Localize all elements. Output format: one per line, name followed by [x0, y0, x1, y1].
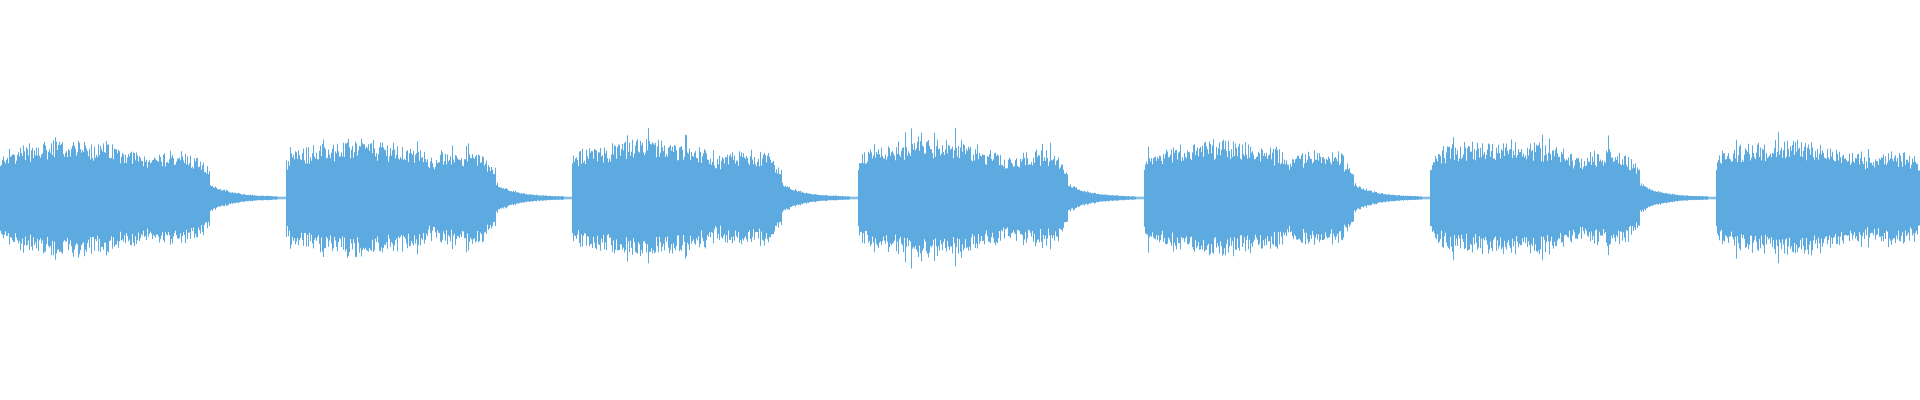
waveform-segment-tail: [210, 185, 278, 211]
waveform-segment-core: [286, 163, 496, 233]
waveform-segment-tail: [1640, 185, 1708, 211]
waveform-segment-core: [858, 163, 1068, 233]
waveform-segment-core: [1430, 163, 1640, 233]
waveform-segment-core: [1716, 163, 1920, 233]
waveform-segment-core: [572, 163, 782, 233]
waveform-segment-core: [0, 163, 210, 233]
waveform-segment-tail: [782, 185, 850, 211]
waveform-segment-tail: [496, 185, 564, 211]
waveform-segment-core: [1144, 163, 1354, 233]
waveform-segment-tail: [1354, 185, 1422, 211]
waveform-bars: [0, 127, 1920, 269]
waveform-segment-tail: [1068, 185, 1136, 211]
